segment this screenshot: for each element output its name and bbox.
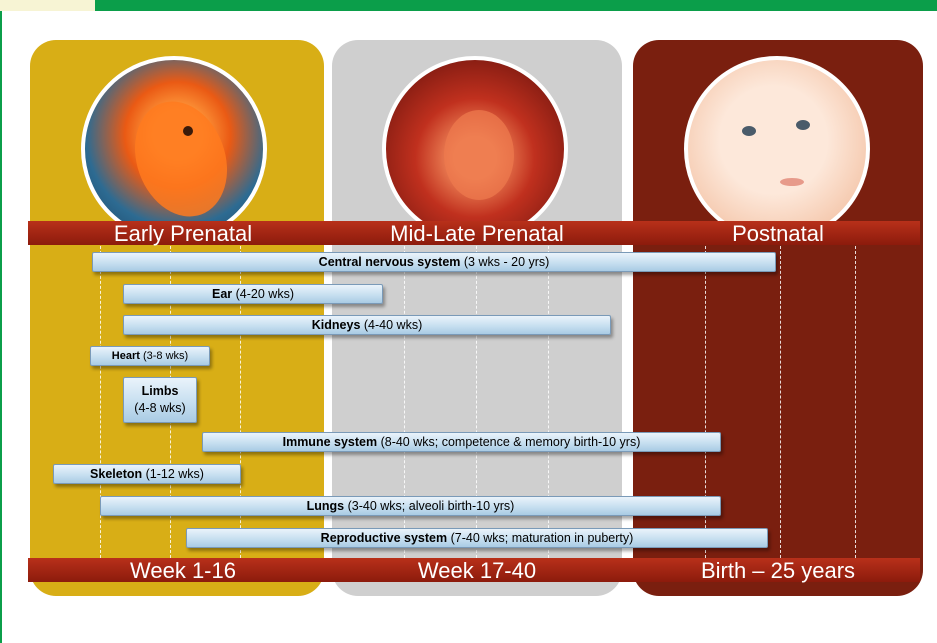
system-range: (4-40 wks) [364,318,422,332]
system-name: Reproductive system [321,531,447,545]
system-name: Ear [212,287,232,301]
top-accent-tab [0,0,95,11]
skeleton-bar: Skeleton (1-12 wks) [53,464,241,484]
system-name: Skeleton [90,467,142,481]
system-range: (4-20 wks) [236,287,294,301]
limbs-bar: Limbs (4-8 wks) [123,377,197,423]
fetus-photo [382,56,568,242]
period-band: Week 1-16 Week 17-40 Birth – 25 years [28,558,920,582]
heart-bar: Heart (3-8 wks) [90,346,210,366]
system-name: Heart [112,350,140,362]
system-range: (3-8 wks) [143,350,188,362]
early-embryo-photo [81,56,267,242]
system-range: (3 wks - 20 yrs) [464,255,549,269]
system-range: (4-8 wks) [134,401,185,415]
immune-bar: Immune system (8-40 wks; competence & me… [202,432,721,452]
stage-label-postnatal: Postnatal [633,221,923,245]
system-range: (1-12 wks) [146,467,204,481]
baby-photo [684,56,870,242]
period-label-weeks-1-16: Week 1-16 [28,558,338,582]
left-accent-line [0,11,2,643]
stage-label-early: Early Prenatal [28,221,338,245]
reproductive-bar: Reproductive system (7-40 wks; maturatio… [186,528,768,548]
top-accent-bar [0,0,937,11]
system-range: (7-40 wks; maturation in puberty) [451,531,634,545]
year-gridline [855,246,856,558]
system-name: Central nervous system [319,255,461,269]
stage-band: Early Prenatal Mid-Late Prenatal Postnat… [28,221,920,245]
cns-bar: Central nervous system (3 wks - 20 yrs) [92,252,776,272]
lungs-bar: Lungs (3-40 wks; alveoli birth-10 yrs) [100,496,721,516]
period-label-weeks-17-40: Week 17-40 [332,558,622,582]
kidneys-bar: Kidneys (4-40 wks) [123,315,611,335]
system-range: (3-40 wks; alveoli birth-10 yrs) [348,499,515,513]
system-name: Kidneys [312,318,361,332]
year-gridline [780,246,781,558]
system-range: (8-40 wks; competence & memory birth-10 … [381,435,641,449]
system-name: Lungs [307,499,345,513]
stage-label-mid: Mid-Late Prenatal [332,221,622,245]
period-label-birth-25-years: Birth – 25 years [633,558,923,582]
ear-bar: Ear (4-20 wks) [123,284,383,304]
system-name: Limbs [142,384,179,398]
system-name: Immune system [283,435,377,449]
